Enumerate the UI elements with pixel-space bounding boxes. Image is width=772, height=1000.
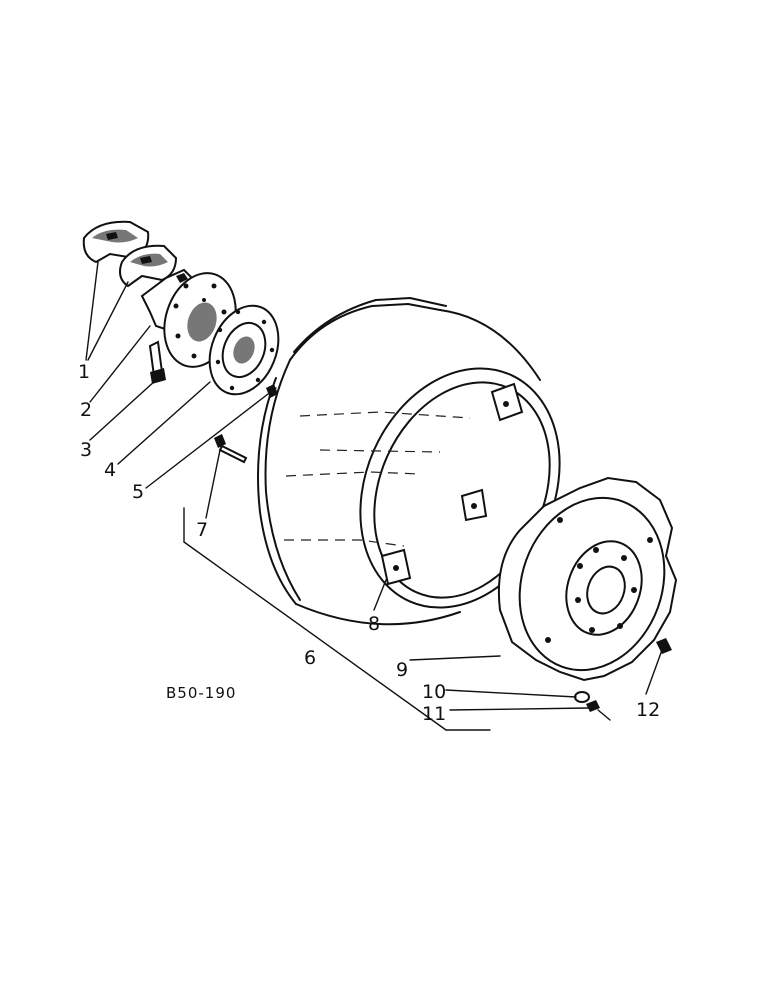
rim-lug-bottom <box>380 548 412 586</box>
callout-3: 3 <box>80 439 92 461</box>
part-9-wheel-disc <box>497 476 678 682</box>
callout-11: 11 <box>422 703 446 725</box>
callout-1: 1 <box>78 361 90 383</box>
part-8-wheel-rim <box>257 297 561 626</box>
part-1-clamp-segments <box>82 220 178 288</box>
part-10-washer <box>574 691 590 703</box>
part-3-bolt <box>148 340 166 384</box>
callout-2: 2 <box>80 399 92 421</box>
rim-lug-mid <box>460 488 488 522</box>
rim-lug-top <box>490 382 524 422</box>
part-7-long-bolt <box>214 434 248 464</box>
callout-5: 5 <box>132 481 144 503</box>
callout-12: 12 <box>636 699 660 721</box>
part-4-disc-plate <box>208 304 280 396</box>
leader-lines <box>85 261 663 731</box>
callout-7: 7 <box>196 519 208 541</box>
figure-code: B50-190 <box>166 684 236 702</box>
callout-4: 4 <box>104 459 116 481</box>
callout-10: 10 <box>422 681 446 703</box>
part-11-nut <box>586 700 611 721</box>
callout-9: 9 <box>396 659 408 681</box>
part-12-wheel-bolt <box>656 638 672 654</box>
callout-labels: 1 2 3 4 5 6 7 8 9 10 11 12 B50-190 <box>78 361 660 725</box>
callout-6: 6 <box>304 647 316 669</box>
callout-8: 8 <box>368 613 380 635</box>
